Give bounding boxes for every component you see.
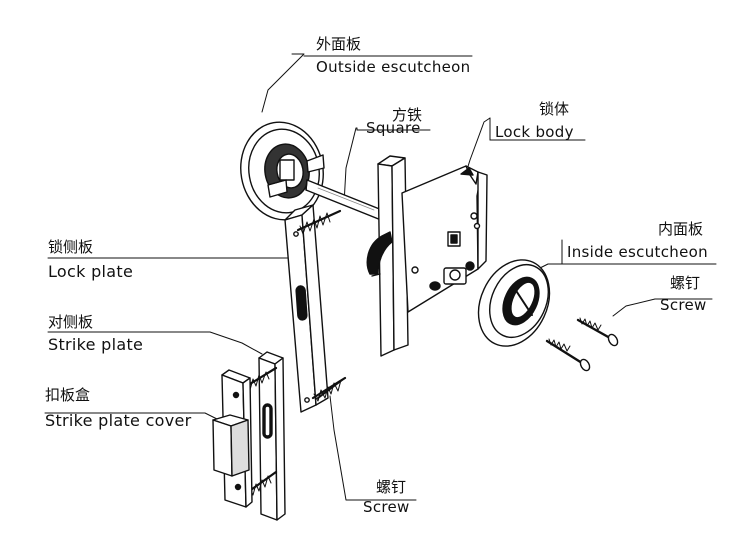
- lock-body-zh-label: 锁体: [539, 100, 570, 118]
- outside-escutcheon-en-label: Outside escutcheon: [316, 58, 471, 76]
- strike-plate-zh-label: 对侧板: [48, 313, 94, 331]
- lock-plate-en-label: Lock plate: [48, 262, 134, 281]
- square-zh-label: 方铁: [392, 106, 423, 124]
- outside-escutcheon-drawing: [240, 121, 325, 221]
- leader-screw-bottom: [329, 395, 359, 501]
- lock-plate-zh-label: 锁侧板: [48, 238, 94, 256]
- screw-bottom-en-label: Screw: [363, 498, 410, 516]
- screw-bottom-zh-label: 螺钉: [376, 478, 407, 496]
- leader-outside-escutcheon: [261, 53, 305, 113]
- strike-cover-drawing: [212, 369, 253, 508]
- screw-right-zh-label: 螺钉: [670, 274, 701, 292]
- screw-bottom-drawing: [317, 379, 343, 399]
- inside-escutcheon-zh-label: 内面板: [658, 220, 704, 238]
- lock-body-en-label: Lock body: [495, 123, 574, 141]
- square-spindle-drawing: [305, 179, 388, 223]
- square-en-label: Square: [366, 119, 421, 137]
- inside-escutcheon-en-label: Inside escutcheon: [567, 243, 708, 261]
- strike-plate-cover-en-label: Strike plate cover: [45, 411, 192, 430]
- lock-body-drawing: [366, 155, 488, 357]
- inside-escutcheon-drawing: [477, 259, 551, 347]
- outside-escutcheon-zh-label: 外面板: [316, 35, 362, 53]
- lock-plate-drawing: [284, 204, 347, 413]
- leader-lines: [44, 53, 717, 501]
- strike-plate-en-label: Strike plate: [48, 335, 144, 354]
- screw-right-en-label: Screw: [660, 296, 707, 314]
- leader-square: [343, 127, 358, 205]
- leader-strike-plate: [47, 331, 263, 355]
- strike-plate-cover-zh-label: 扣板盒: [45, 386, 91, 404]
- leader-strike-cover: [44, 412, 220, 421]
- leader-screw-right: [612, 298, 656, 317]
- screws-right-drawing: [545, 317, 619, 372]
